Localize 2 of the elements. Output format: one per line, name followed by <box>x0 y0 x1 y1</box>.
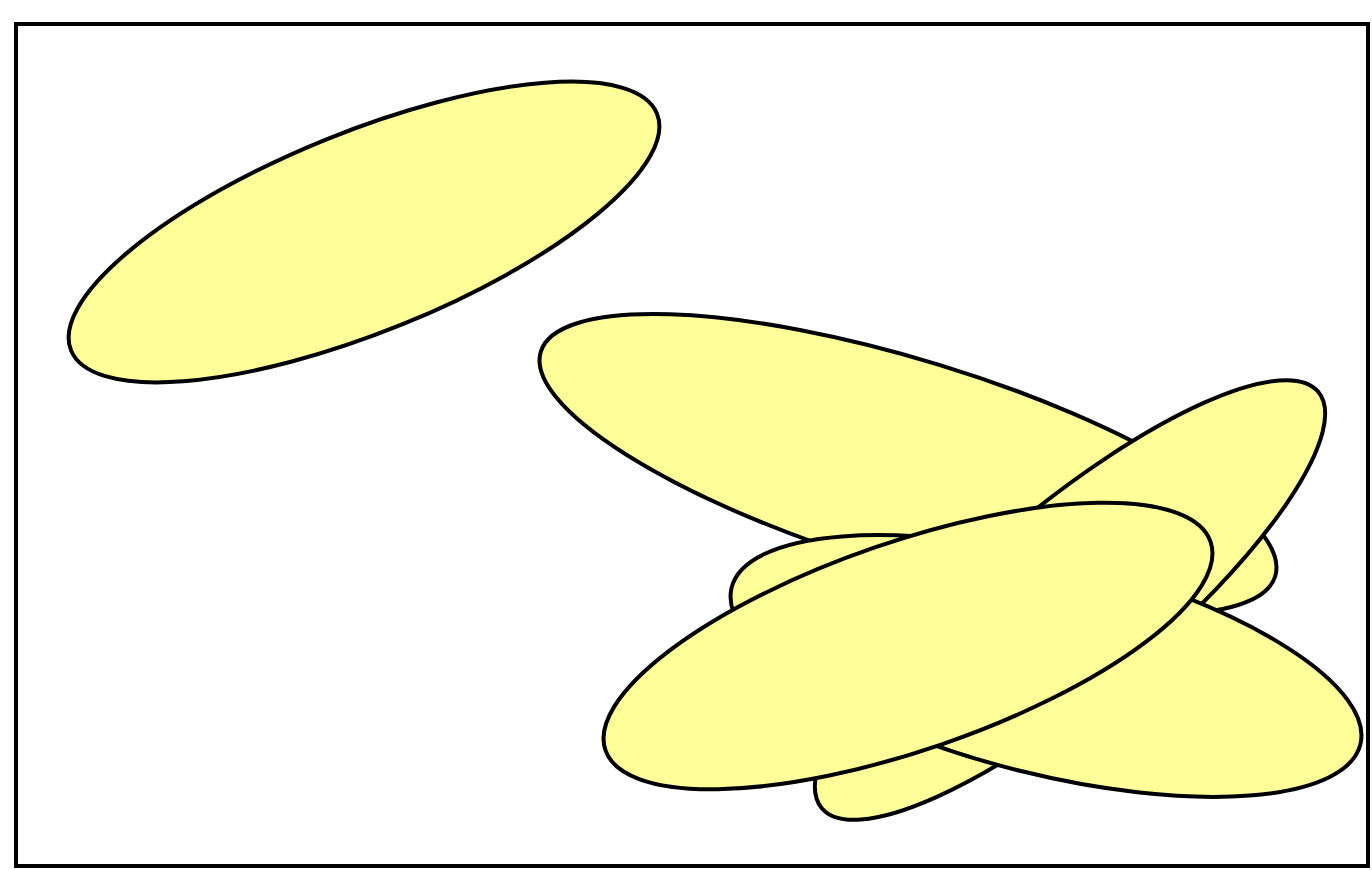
ellipse-shape <box>601 500 1215 792</box>
ellipse-shape <box>66 79 662 385</box>
